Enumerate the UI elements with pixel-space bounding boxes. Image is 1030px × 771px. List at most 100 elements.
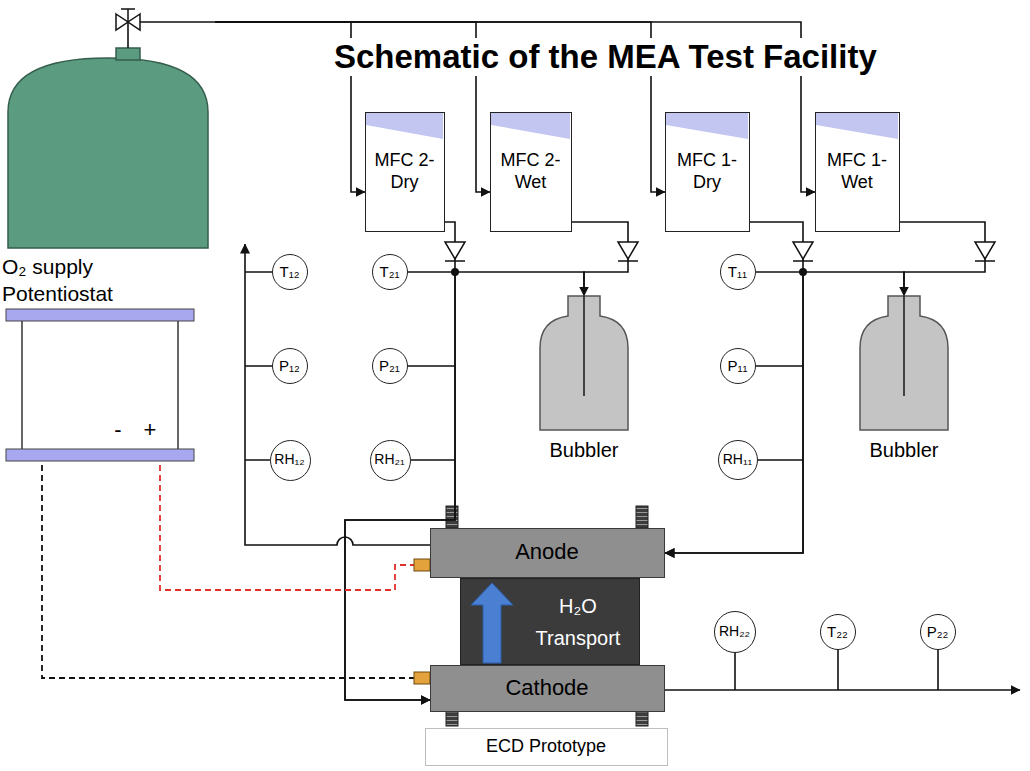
potentiostat-outline — [0, 281, 200, 465]
diagram-title: Schematic of the MEA Test Facility — [328, 38, 883, 76]
mfc-box: MFC 1-Dry — [665, 112, 750, 232]
check-valve — [975, 260, 995, 262]
prototype-box: ECD Prototype — [425, 728, 668, 766]
bubbler-outline — [538, 296, 630, 462]
node-text: O₂ supply — [2, 254, 207, 279]
node-text: MFC 2-Wet — [497, 150, 564, 193]
potentiostat-plate — [6, 449, 194, 461]
potentiostat-plate — [6, 309, 194, 321]
node-text: P₁₁ — [727, 357, 747, 375]
node-text: MFC 2-Dry — [372, 150, 437, 193]
bubbler-bottle — [540, 296, 628, 430]
pressure-sensor: P₂₁ — [372, 348, 408, 384]
transport-arrow — [471, 583, 513, 663]
check-valve — [975, 242, 995, 259]
node-text: Potentiostat — [2, 281, 198, 306]
membrane-layer-outline — [461, 579, 641, 666]
node-text: Anode — [437, 539, 657, 565]
node-text: T₂₁ — [379, 263, 399, 281]
node-text: RH₂₁ — [374, 451, 404, 468]
terminal — [414, 559, 430, 571]
gas-tank: O₂ supply — [0, 4, 215, 282]
humidity-sensor: RH₂₂ — [714, 611, 756, 653]
potentiostat: Potentiostat -+ — [0, 281, 200, 465]
mfc-box: MFC 2-Dry — [365, 112, 445, 232]
tie-rod — [636, 506, 648, 528]
gas-tank-outline — [0, 4, 215, 282]
valve-stem — [127, 22, 129, 48]
bubbler-tube — [903, 296, 905, 396]
gas-line — [345, 222, 455, 700]
pressure-sensor: P₂₂ — [920, 614, 956, 650]
humidity-sensor: RH₂₁ — [370, 440, 411, 481]
bubbler-outline — [858, 296, 950, 462]
node-text: RH₁₁ — [723, 451, 753, 468]
gas-line — [572, 222, 628, 296]
check-valve — [793, 242, 813, 259]
node-text: Bubbler — [844, 438, 964, 462]
gas-line — [665, 222, 803, 553]
bubbler: Bubbler — [538, 296, 630, 462]
node-text: H₂O Transport — [519, 590, 637, 654]
valve-symbol — [116, 14, 128, 30]
node-text: T₁₁ — [728, 263, 747, 281]
node-text: ECD Prototype — [432, 736, 660, 758]
potentiostat-wire — [160, 465, 430, 590]
check-valve — [618, 260, 638, 262]
node-text: P₁₂ — [279, 357, 300, 375]
check-valve — [618, 242, 638, 259]
tie-rod — [446, 506, 458, 528]
gas-line — [900, 222, 985, 296]
temperature-sensor: T₂₁ — [372, 254, 408, 290]
tank-body — [8, 58, 208, 248]
bubbler-tube — [583, 296, 585, 396]
mfc-level — [816, 113, 898, 139]
junction-dot — [799, 268, 807, 276]
valve-symbol — [128, 14, 140, 30]
potentiostat-side — [177, 321, 179, 449]
terminal — [414, 672, 430, 684]
humidity-sensor: RH₁₁ — [718, 440, 758, 480]
supply-pipe — [140, 21, 215, 23]
mfc-box: MFC 1-Wet — [815, 112, 900, 232]
node-text: P₂₁ — [379, 357, 400, 375]
temperature-sensor: T₁₂ — [272, 254, 308, 290]
mfc-level — [491, 113, 570, 139]
cathode-exhaust-line — [665, 689, 1020, 691]
node-text: MFC 1-Wet — [822, 150, 892, 193]
junction-dot — [451, 268, 459, 276]
node-text: Cathode — [437, 675, 657, 701]
mfc-box: MFC 2-Wet — [490, 112, 572, 232]
valve-handle — [121, 8, 135, 10]
temperature-sensor: T₁₁ — [720, 254, 756, 290]
pressure-sensor: P₁₂ — [272, 348, 308, 384]
potentiostat-side — [21, 321, 23, 449]
node-text: P₂₂ — [927, 623, 949, 641]
cathode-plate: Cathode — [430, 665, 665, 712]
pressure-sensor: P₁₁ — [720, 348, 756, 384]
mfc-level — [666, 113, 748, 139]
membrane-layer: H₂O Transport — [460, 578, 640, 665]
node-text: Bubbler — [524, 438, 644, 462]
check-valve — [445, 242, 465, 259]
mfc-level — [366, 113, 443, 139]
humidity-sensor: RH₁₂ — [270, 440, 311, 481]
tie-rod — [636, 712, 648, 726]
valve-handle — [127, 9, 129, 22]
node-text: + — [138, 417, 162, 443]
node-text: MFC 1-Dry — [672, 150, 742, 193]
check-valve — [445, 260, 465, 262]
bubbler-bottle — [860, 296, 948, 430]
tie-rod — [446, 712, 458, 726]
node-text: RH₂₂ — [719, 623, 750, 640]
bubbler: Bubbler — [858, 296, 950, 462]
node-text: T₂₂ — [827, 623, 848, 641]
anode-exhaust-line — [245, 244, 430, 545]
tank-neck — [116, 48, 140, 60]
potentiostat-wire — [42, 465, 430, 678]
temperature-sensor: T₂₂ — [820, 614, 856, 650]
check-valve — [793, 260, 813, 262]
anode-plate: Anode — [430, 528, 665, 578]
node-text: T₁₂ — [279, 263, 299, 281]
node-text: - — [106, 417, 130, 443]
